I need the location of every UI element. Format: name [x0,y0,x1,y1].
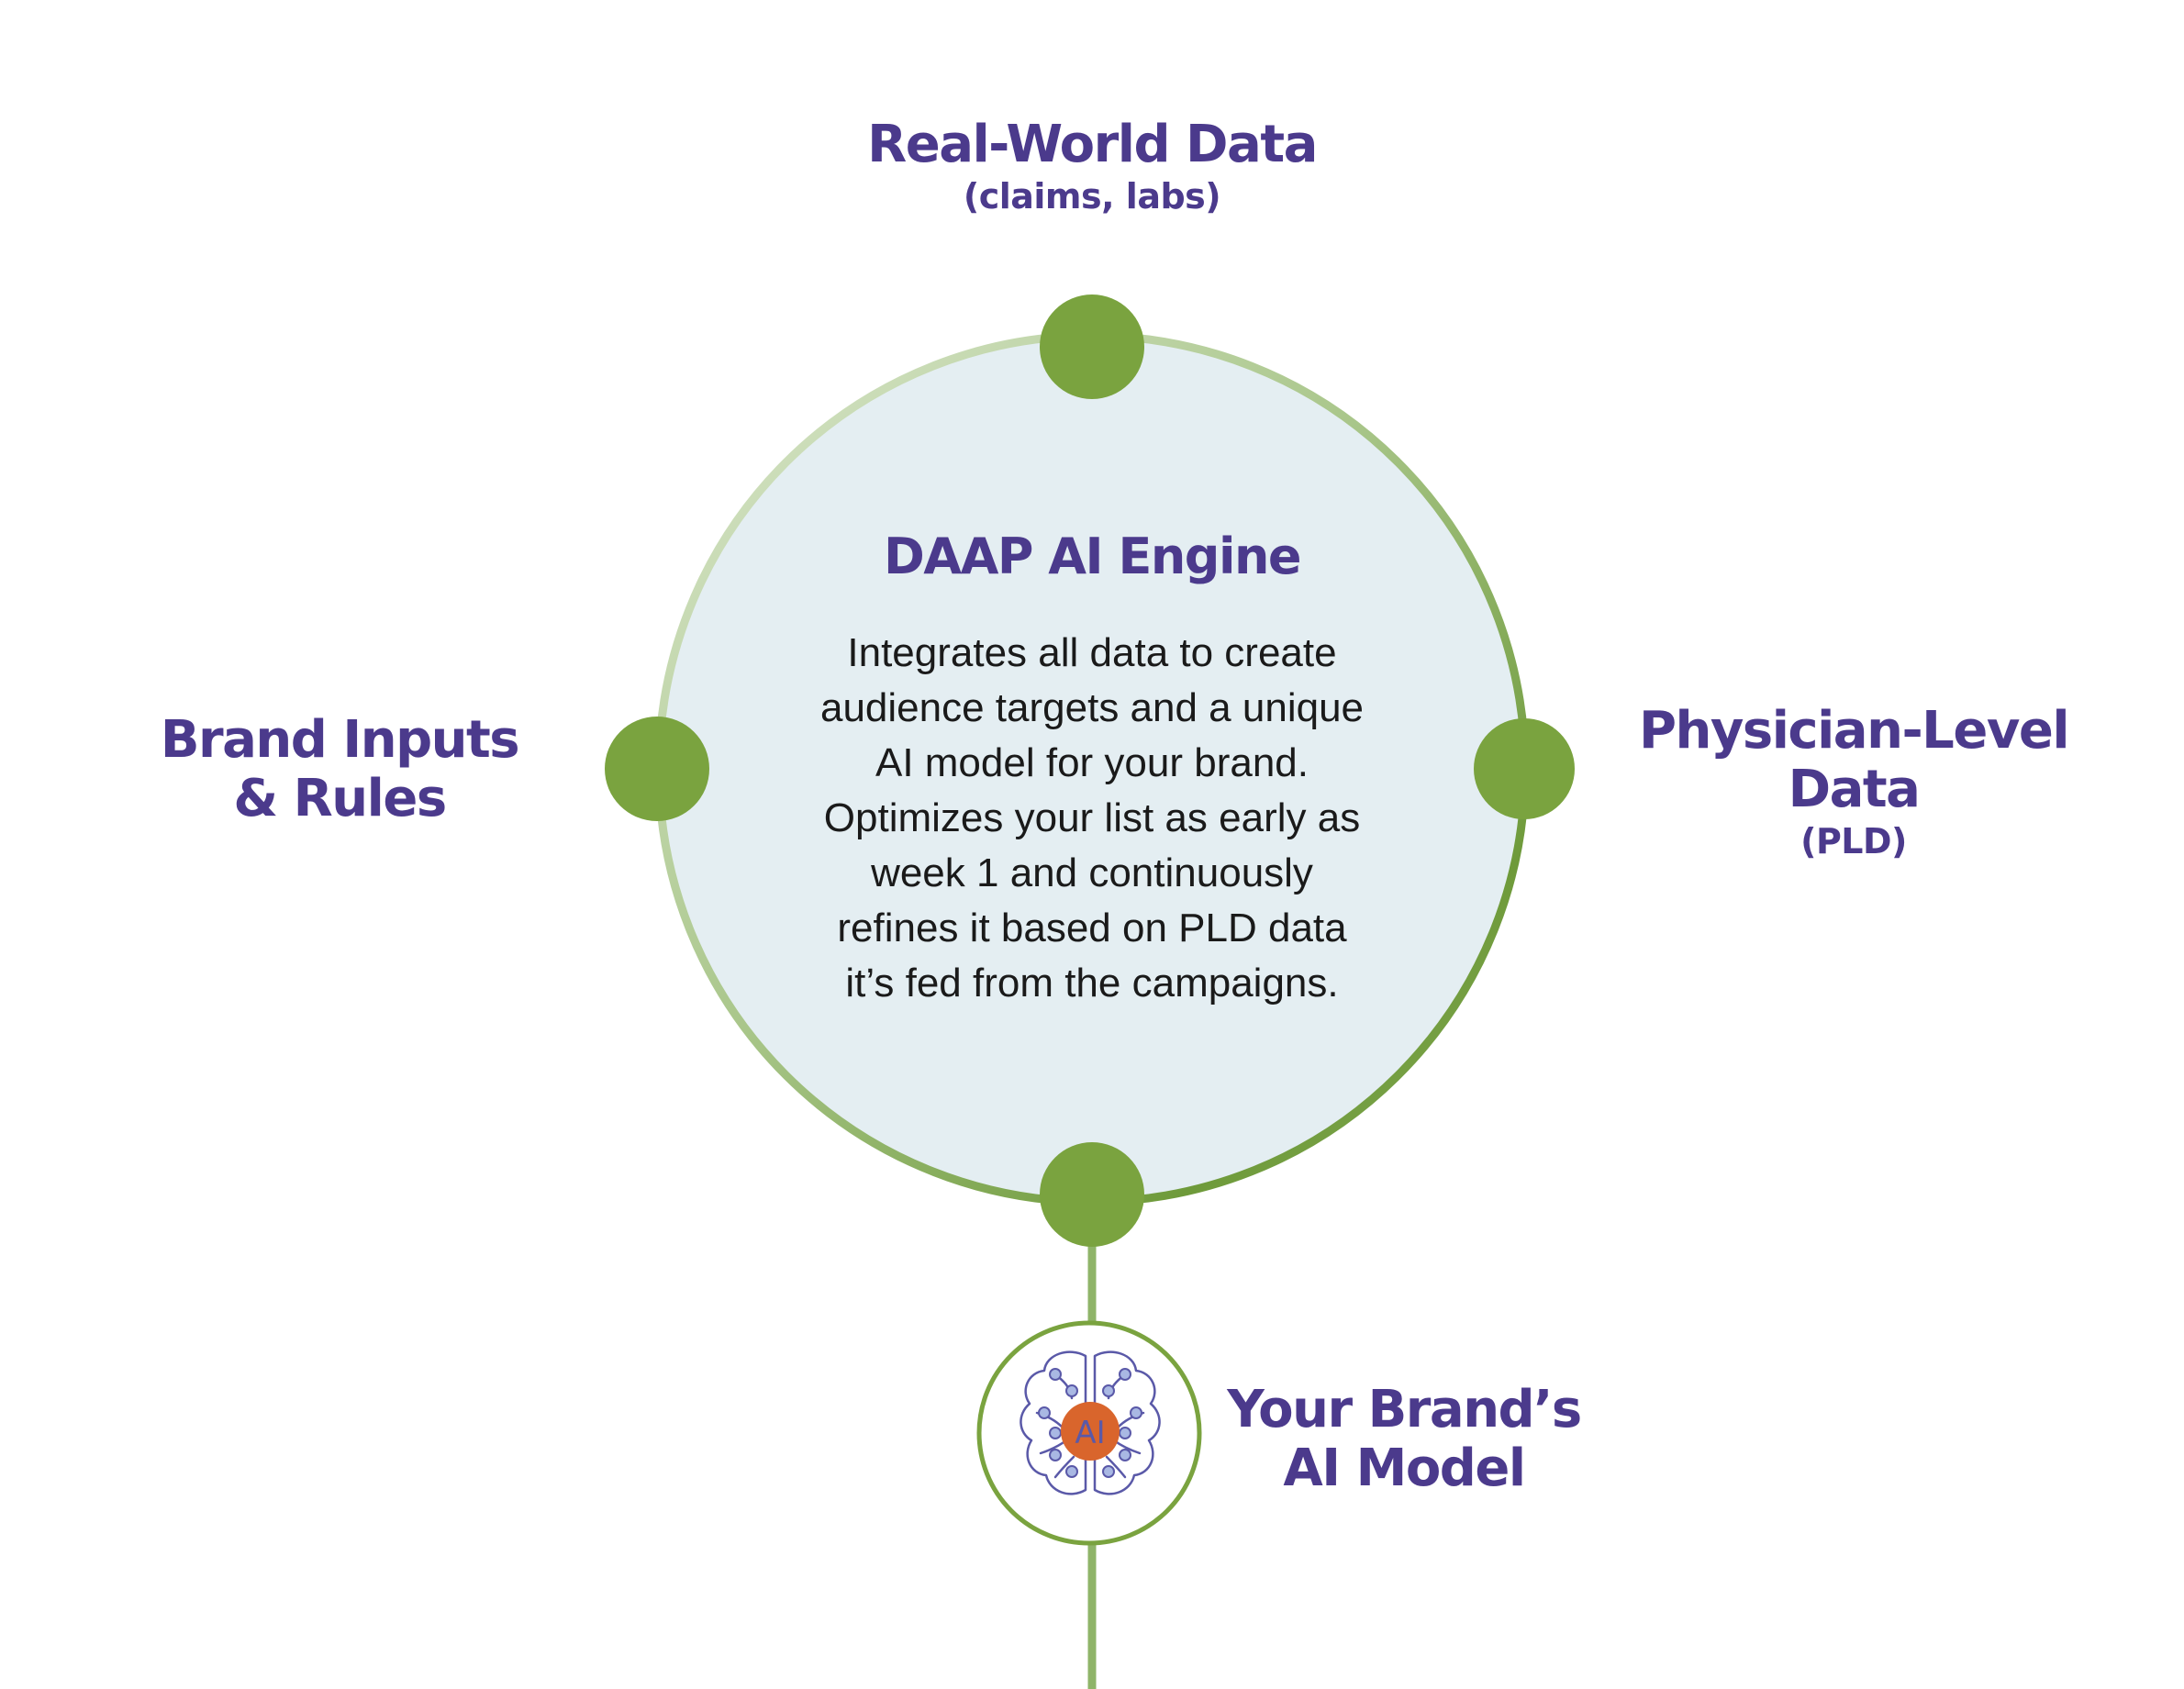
node-title-ai-model-line1: Your Brand’s [1227,1380,1582,1439]
engine-description-line: AI model for your brand. [875,740,1309,785]
node-dot-top [1040,294,1144,399]
ai-core-text: AI [1075,1415,1105,1451]
node-title-brand-inputs-line2: & Rules [233,769,447,828]
node-subtitle-real-world-data: (claims, labs) [963,176,1221,217]
ai-model-node: AI [976,1320,1202,1546]
node-subtitle-pld: (PLD) [1800,821,1907,861]
node-title-pld-line1: Physician-Level [1638,701,2070,761]
engine-title: DAAP AI Engine [883,528,1302,585]
engine-description-line: week 1 and continuously [871,850,1313,895]
engine-description-line: Optimizes your list as early as [823,795,1361,840]
node-label-brand-inputs: Brand Inputs & Rules [147,711,532,828]
engine-description-line: it’s fed from the campaigns. [845,961,1339,1006]
node-title-ai-model-line2: AI Model [1283,1439,1526,1498]
engine-description-line: refines it based on PLD data [837,906,1347,950]
brain-node-dots [1038,1368,1142,1478]
engine-description-line: Integrates all data to create [847,630,1337,675]
node-label-physician-level-data: Physician-Level Data (PLD) [1615,702,2092,863]
engine-description: Integrates all data to create audience t… [771,626,1413,1011]
node-title-real-world-data: Real-World Data [867,115,1318,174]
node-title-pld-line2: Data [1788,760,1921,819]
engine-description-line: audience targets and a unique [819,685,1365,730]
node-title-brand-inputs-line1: Brand Inputs [160,710,520,770]
ai-core-circle [1061,1402,1120,1461]
node-dot-right [1474,718,1575,819]
node-dot-left [605,717,709,821]
node-label-brand-ai-model: Your Brand’s AI Model [1211,1381,1597,1498]
node-dot-bottom [1040,1142,1144,1247]
node-label-real-world-data: Real-World Data (claims, labs) [817,116,1367,218]
